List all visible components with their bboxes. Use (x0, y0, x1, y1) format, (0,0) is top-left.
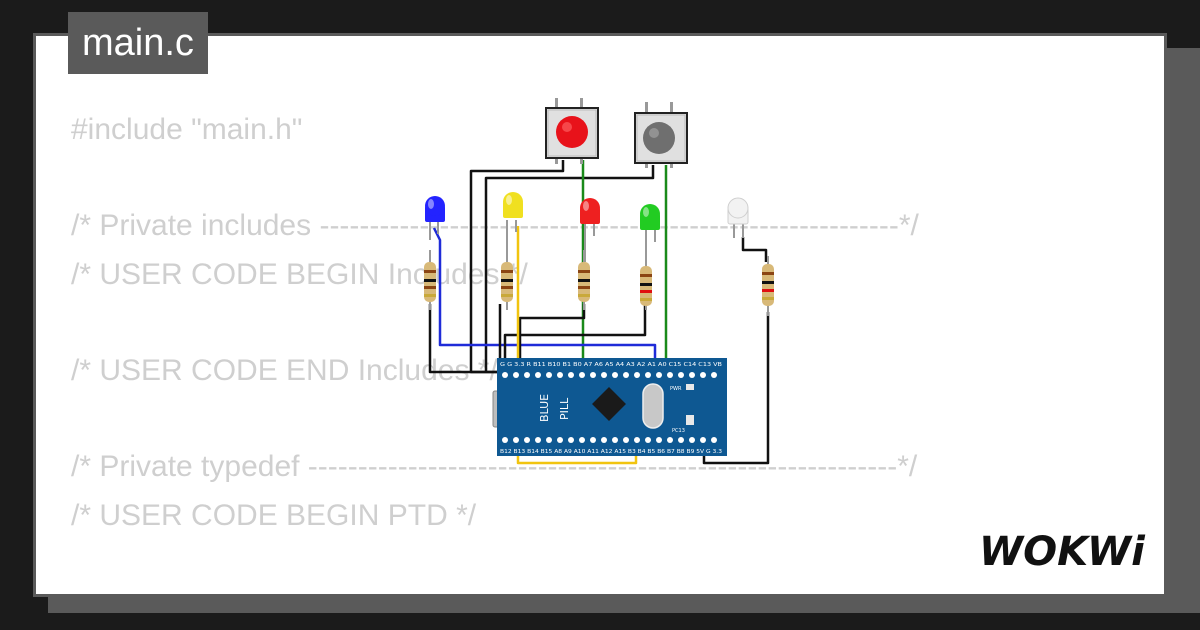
wire-black (518, 304, 586, 376)
red-led[interactable] (580, 198, 600, 262)
top-pin-header (502, 372, 717, 378)
wire-black (741, 237, 768, 262)
green-led[interactable] (640, 204, 660, 262)
board-label-blue: BLUE (538, 394, 551, 422)
code-line: /* Private includes --------------------… (71, 209, 919, 243)
blue-led[interactable] (425, 196, 445, 240)
wokwi-logo-text: WOKWi (979, 529, 1146, 575)
code-line: /* USER CODE END Includes */ (71, 353, 498, 387)
pwr-label: PWR (670, 386, 682, 392)
wokwi-logo: WOKWi (979, 529, 1146, 575)
wire-black (484, 165, 655, 372)
pwr-led (686, 384, 694, 390)
bottom-pin-labels: B12 B13 B14 B15 A8 A9 A10 A11 A12 A15 B3… (500, 449, 723, 455)
mcu-chip (592, 387, 626, 421)
gray-pushbutton[interactable] (634, 102, 688, 168)
pc13-label: PC13 (672, 428, 685, 434)
code-line: #include "main.h" (71, 113, 303, 146)
code-preview-frame: #include "main.h" /* Private includes ---… (33, 33, 1167, 597)
wire-blue (432, 227, 657, 377)
resistor[interactable] (578, 250, 590, 310)
crystal (642, 383, 664, 429)
yellow-led[interactable] (503, 192, 523, 262)
top-pin-labels: G G 3.3 R B11 B10 B1 B0 A7 A6 A5 A4 A3 A… (500, 362, 722, 368)
wire-black (428, 304, 498, 374)
file-tab[interactable]: main.c (68, 12, 208, 74)
resistor[interactable] (640, 250, 652, 310)
pc13-led (686, 415, 694, 425)
code-line: /* USER CODE BEGIN PTD */ (71, 498, 477, 532)
blue-pill-board[interactable]: G G 3.3 R B11 B10 B1 B0 A7 A6 A5 A4 A3 A… (492, 358, 727, 456)
wires (428, 160, 770, 465)
white-led[interactable] (727, 197, 749, 238)
board-label-pill: PILL (558, 397, 571, 420)
bottom-pin-header (502, 437, 717, 443)
resistor[interactable] (424, 250, 436, 310)
red-pushbutton[interactable] (545, 98, 599, 164)
resistor[interactable] (501, 250, 513, 310)
resistor[interactable] (762, 256, 774, 316)
wire-black (503, 304, 647, 376)
